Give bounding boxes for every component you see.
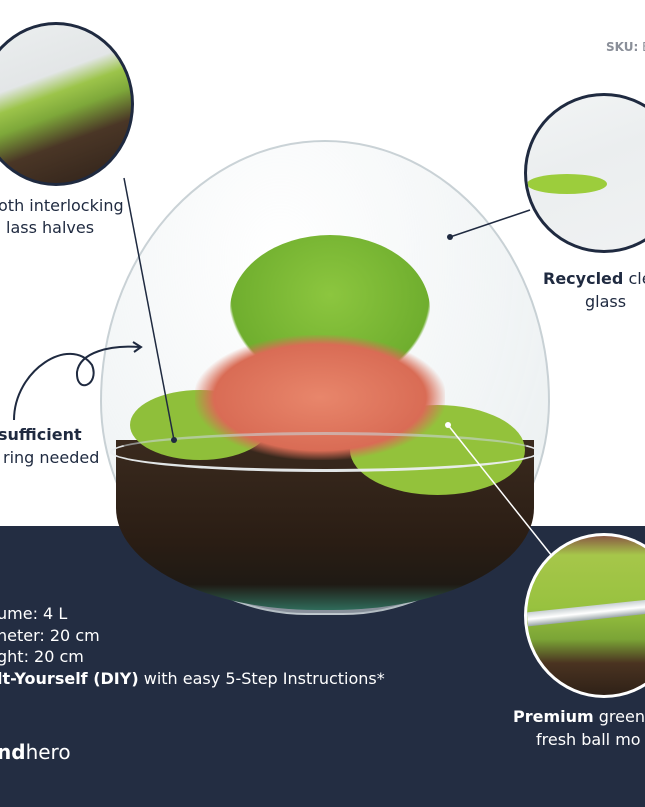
spec-diameter: neter: 20 cm <box>0 626 100 645</box>
callout-self-sufficient-line2: ring needed <box>3 448 100 467</box>
sku-label: SKU: E <box>606 40 645 54</box>
callout-recycled-line1: Recycled cle <box>543 268 645 290</box>
callout-premium-rest: green <box>593 707 645 726</box>
spec-diy: lt-Yourself (DIY) with easy 5-Step Instr… <box>0 668 385 690</box>
spec-diy-bold: lt-Yourself (DIY) <box>0 669 139 688</box>
callout-self-sufficient-bold: sufficient <box>0 425 82 444</box>
glass-rim <box>110 432 540 472</box>
callout-interlocking-line2: lass halves <box>6 218 95 237</box>
glass-edge <box>527 595 645 627</box>
callout-premium-bold: Premium <box>513 707 594 726</box>
callout-recycled-bold: Recycled <box>543 269 624 288</box>
callout-recycled-line2: glass <box>585 292 627 311</box>
detail-circle-moss <box>524 533 645 698</box>
spec-height: ght: 20 cm <box>0 647 84 666</box>
callout-recycled-rest: cle <box>628 269 645 288</box>
callout-premium-line1: Premium green <box>513 706 645 728</box>
sku-value: E <box>642 40 645 54</box>
detail-circle-interlocking <box>0 22 134 186</box>
terrarium-image <box>100 140 550 615</box>
brand-logo-rest: hero <box>25 740 71 764</box>
brand-logo: ndhero <box>0 739 71 765</box>
sku-key: SKU: <box>606 40 639 54</box>
fern-frond <box>527 174 607 194</box>
spec-diy-rest: with easy 5-Step Instructions* <box>138 669 385 688</box>
callout-premium-line2: fresh ball mo <box>536 730 641 749</box>
brand-logo-bold: nd <box>0 740 26 764</box>
spec-volume: ume: 4 L <box>0 604 68 623</box>
callout-self-sufficient-line1: sufficient <box>0 424 82 446</box>
callout-interlocking-line1: oth interlocking <box>0 196 124 215</box>
